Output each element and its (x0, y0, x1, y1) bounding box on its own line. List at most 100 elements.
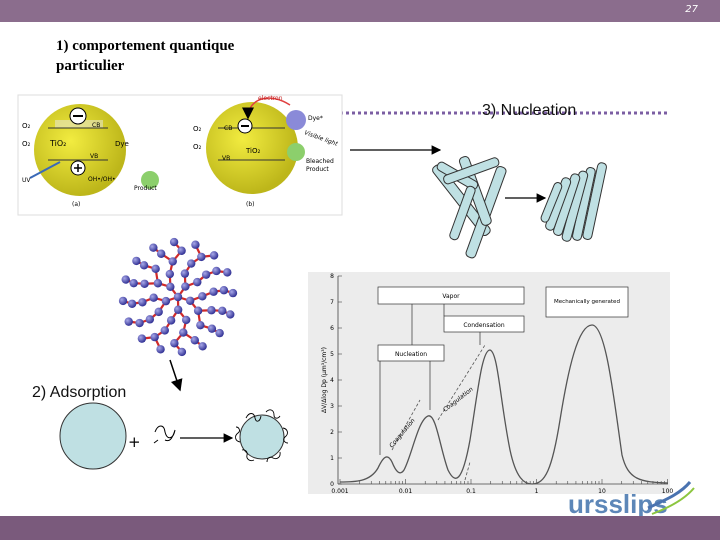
y-tick-label: 7 (330, 299, 334, 306)
cb-label-right: CB (224, 125, 232, 132)
bleached-label: Bleached (306, 158, 334, 165)
x-tick-label: 0.01 (399, 488, 413, 495)
fullerene-atom (173, 292, 183, 302)
bare-particle (59, 402, 127, 470)
fullerene-atom (140, 279, 149, 288)
y-tick-label: 6 (330, 325, 334, 332)
o2-label-right-2: O₂ (193, 143, 202, 151)
fullerene-atom (218, 306, 227, 316)
scattered-nanorods (432, 156, 507, 259)
fullerene-atom (161, 296, 171, 306)
top-bar (0, 0, 720, 22)
mechanical-label: Mechanically generated (554, 299, 620, 305)
fullerene-atom (154, 307, 163, 317)
fullerene-atom (197, 252, 206, 262)
arrow-fullerene-down (169, 359, 183, 392)
electron-label: electron (258, 95, 283, 102)
condensation-box (443, 315, 525, 333)
adsorption-heading: 2) Adsorption (32, 384, 127, 401)
oh-label: OH•/OH• (88, 176, 116, 183)
fullerene-atom (201, 270, 211, 279)
y-tick-label: 2 (330, 429, 334, 436)
fullerene-atom (198, 292, 207, 301)
bleached-product-bubble (287, 143, 305, 161)
logo-text: ursslips (568, 489, 668, 519)
o2-label-2: O₂ (22, 140, 31, 148)
fullerene-atom (177, 246, 186, 255)
tio2-label-right: TiO₂ (245, 147, 261, 155)
fullerene-atom (209, 287, 218, 296)
fullerene-atom (228, 288, 238, 298)
fullerene-atom (129, 278, 138, 288)
y-tick-label: 3 (330, 403, 334, 410)
fullerene-atom (156, 345, 165, 354)
uv-label: UV (22, 177, 31, 184)
fullerene-atom (151, 264, 160, 274)
fullerene-atom (179, 328, 188, 337)
bleached-product-label: Product (306, 166, 329, 173)
fullerene-atom (149, 243, 158, 252)
vapor-box (377, 286, 525, 305)
product-label: Product (134, 185, 157, 192)
fullerene-atom (124, 317, 133, 326)
fullerene-atom (160, 326, 169, 335)
nucleation-box (377, 344, 445, 362)
fullerene-atom (196, 320, 205, 330)
y-tick-label: 4 (330, 377, 334, 384)
fullerene-atom (177, 347, 187, 357)
vapor-label: Vapor (442, 293, 460, 300)
x-tick-label: 10 (598, 488, 606, 495)
slide-title: 1) comportement quantique particulier (56, 36, 234, 76)
title-line-2: particulier (56, 58, 125, 74)
caption-a: (a) (72, 201, 80, 208)
o2-label: O₂ (22, 122, 31, 130)
slide-number: 27 (685, 4, 698, 15)
fullerene-atom (127, 299, 137, 308)
tio2-sphere-right (206, 102, 298, 194)
fullerene-atom (180, 269, 190, 278)
dye-star-label: Dye* (308, 115, 323, 122)
fullerene-atom (181, 282, 190, 291)
fullerene-atom (185, 296, 195, 305)
fullerene-atom (135, 318, 144, 328)
dye-label: Dye (115, 140, 129, 148)
plus-sign: + (128, 433, 141, 451)
fullerene-atom (212, 266, 221, 276)
fullerene-atom (173, 305, 183, 314)
fullerene-atom (181, 315, 191, 325)
fullerene-atom (150, 332, 159, 342)
fullerene-atom (219, 286, 229, 295)
dye-star-icon (286, 110, 306, 130)
fullerene-atom (166, 282, 175, 291)
fullerene-atom (121, 275, 130, 284)
fullerene-atom (169, 237, 179, 247)
vb-label: VB (90, 153, 98, 160)
fullerene-atom (193, 277, 202, 287)
fullerene-atom (137, 334, 147, 343)
caption-b: (b) (246, 201, 255, 208)
x-tick-label: 1 (535, 488, 539, 495)
fullerene-atom (223, 268, 232, 277)
adsorbate-molecule-icon (153, 425, 176, 444)
y-tick-label: 0 (330, 481, 334, 488)
y-tick-label: 5 (330, 351, 334, 358)
fullerene-atom (207, 324, 217, 333)
nucleation-box-label: Nucleation (395, 351, 427, 358)
x-tick-label: 0.001 (331, 488, 348, 495)
fullerene-atom (149, 293, 158, 302)
x-tick-label: 0.1 (466, 488, 476, 495)
fullerene-atom (132, 256, 141, 266)
fullerene-atom (145, 315, 155, 324)
nucleation-heading: 3) Nucleation (482, 102, 577, 119)
title-line-1: 1) comportement quantique (56, 38, 235, 54)
fullerene-atom (198, 342, 207, 351)
fullerene-atom (187, 259, 196, 268)
fullerene-atom (165, 269, 175, 279)
tio2-label: TiO₂ (49, 139, 66, 148)
graph-ylabel: ΔV/Δlog Dp (µm³/cm³) (321, 347, 328, 413)
fullerene-atom (191, 240, 200, 249)
mechanical-box (545, 286, 629, 318)
fullerene-atom (138, 298, 147, 307)
aligned-nanorods (540, 162, 607, 242)
